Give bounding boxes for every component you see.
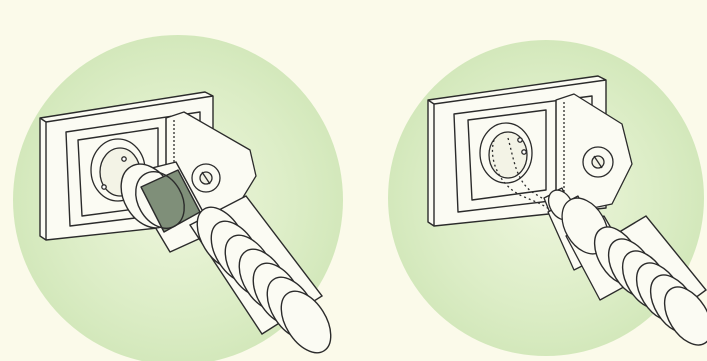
right-panel (388, 40, 707, 356)
left-panel (13, 35, 343, 361)
right-socket (480, 123, 532, 183)
